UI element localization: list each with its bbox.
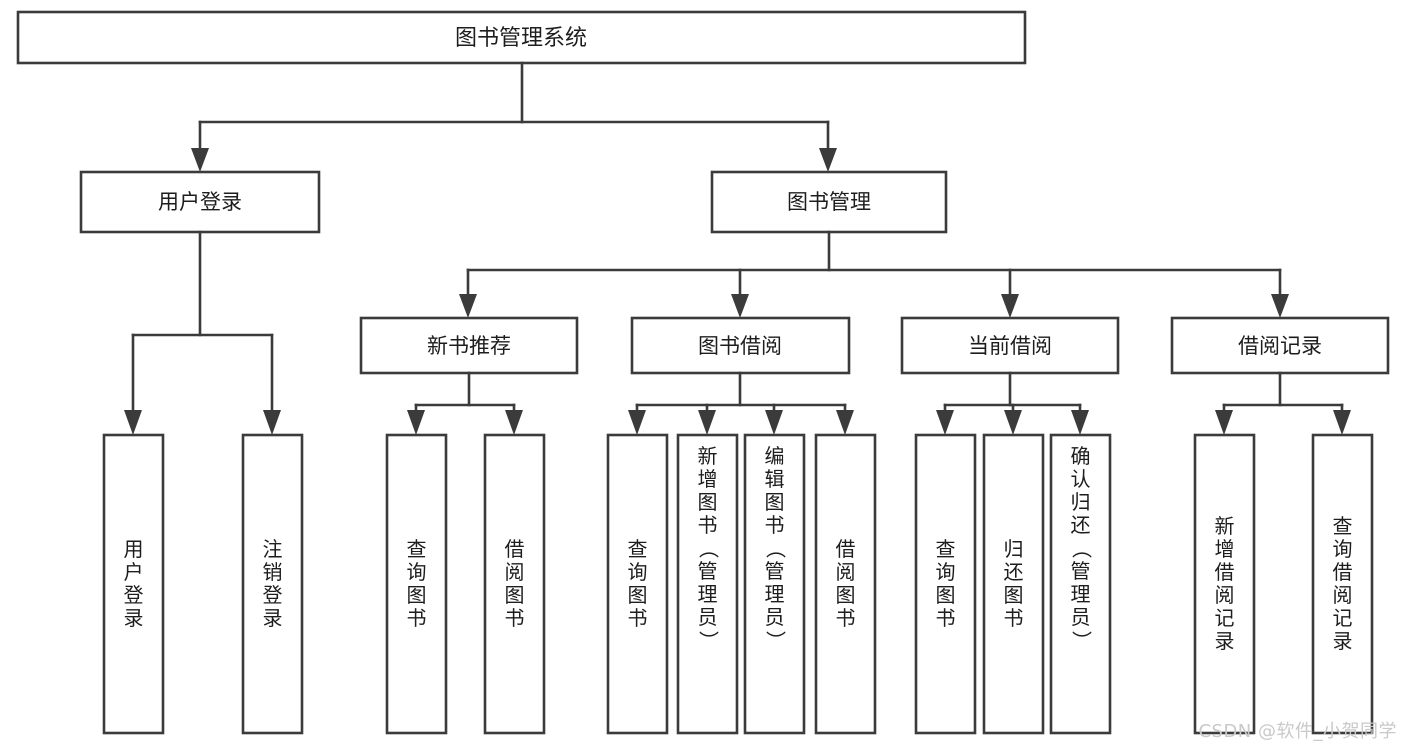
csdn-watermark: CSDN @软件_小贺同学 <box>1198 721 1397 742</box>
node-current-borrow[interactable]: 当前借阅 <box>900 316 1120 375</box>
book-manage-label: 图书管理 <box>787 190 871 214</box>
arrow-to-book-manage-icon <box>819 148 837 172</box>
leaf-return-book-box[interactable] <box>982 433 1045 735</box>
book-manage-box[interactable] <box>710 170 948 234</box>
node-new-book-rec[interactable]: 新书推荐 <box>359 316 579 375</box>
arrow-to-new-book-rec-icon <box>459 294 477 318</box>
leaf-user-login-box[interactable] <box>102 433 165 735</box>
leaf-query-record-box[interactable] <box>1311 433 1374 735</box>
arrow-leaf-confirm-return-icon <box>1071 410 1089 435</box>
node-book-borrow[interactable]: 图书借阅 <box>630 316 851 375</box>
new-book-rec-label: 新书推荐 <box>427 334 511 358</box>
arrow-leaf-query-book-3-icon <box>936 410 954 435</box>
arrow-leaf-user-login-icon <box>124 410 142 435</box>
leaf-add-record-box[interactable] <box>1193 433 1256 735</box>
arrow-leaf-query-record-icon <box>1333 410 1351 435</box>
arrow-to-current-borrow-icon <box>1001 294 1019 318</box>
node-root[interactable]: 图书管理系统 <box>16 10 1027 65</box>
arrow-to-user-login-icon <box>191 148 209 172</box>
arrow-leaf-query-book-2-icon <box>628 410 646 435</box>
new-book-rec-box[interactable] <box>359 316 579 375</box>
borrow-record-label: 借阅记录 <box>1238 334 1322 358</box>
current-borrow-label: 当前借阅 <box>968 334 1052 358</box>
book-borrow-label: 图书借阅 <box>698 334 782 358</box>
arrow-leaf-logout-login-icon <box>263 410 281 435</box>
root-box[interactable] <box>16 10 1027 65</box>
leaf-add-book-box[interactable] <box>676 433 739 735</box>
leaf-borrow-book-2-box[interactable] <box>814 433 877 735</box>
arrow-to-borrow-record-icon <box>1271 294 1289 318</box>
arrow-leaf-borrow-book-1-icon <box>505 410 523 435</box>
arrow-leaf-add-book-icon <box>698 410 716 435</box>
leaf-query-book-1-box[interactable] <box>385 433 448 735</box>
leaf-logout-login-box[interactable] <box>241 433 304 735</box>
node-user-login[interactable]: 用户登录 <box>79 170 321 234</box>
arrow-leaf-query-book-1-icon <box>407 410 425 435</box>
user-login-label: 用户登录 <box>158 190 242 214</box>
root-label: 图书管理系统 <box>455 26 587 51</box>
leaf-query-book-2-box[interactable] <box>606 433 669 735</box>
arrow-leaf-edit-book-icon <box>765 410 783 435</box>
leaf-edit-book-box[interactable] <box>743 433 806 735</box>
node-borrow-record[interactable]: 借阅记录 <box>1170 316 1390 375</box>
arrow-leaf-add-record-icon <box>1215 410 1233 435</box>
leaf-confirm-return-box[interactable] <box>1049 433 1112 735</box>
current-borrow-box[interactable] <box>900 316 1120 375</box>
arrow-leaf-borrow-book-2-icon <box>836 410 854 435</box>
leaf-query-book-3-box[interactable] <box>914 433 977 735</box>
arrow-leaf-return-book-icon <box>1004 410 1022 435</box>
leaf-borrow-book-1-box[interactable] <box>483 433 546 735</box>
book-borrow-box[interactable] <box>630 316 851 375</box>
arrow-to-book-borrow-icon <box>731 294 749 318</box>
borrow-record-box[interactable] <box>1170 316 1390 375</box>
node-book-manage[interactable]: 图书管理 <box>710 170 948 234</box>
